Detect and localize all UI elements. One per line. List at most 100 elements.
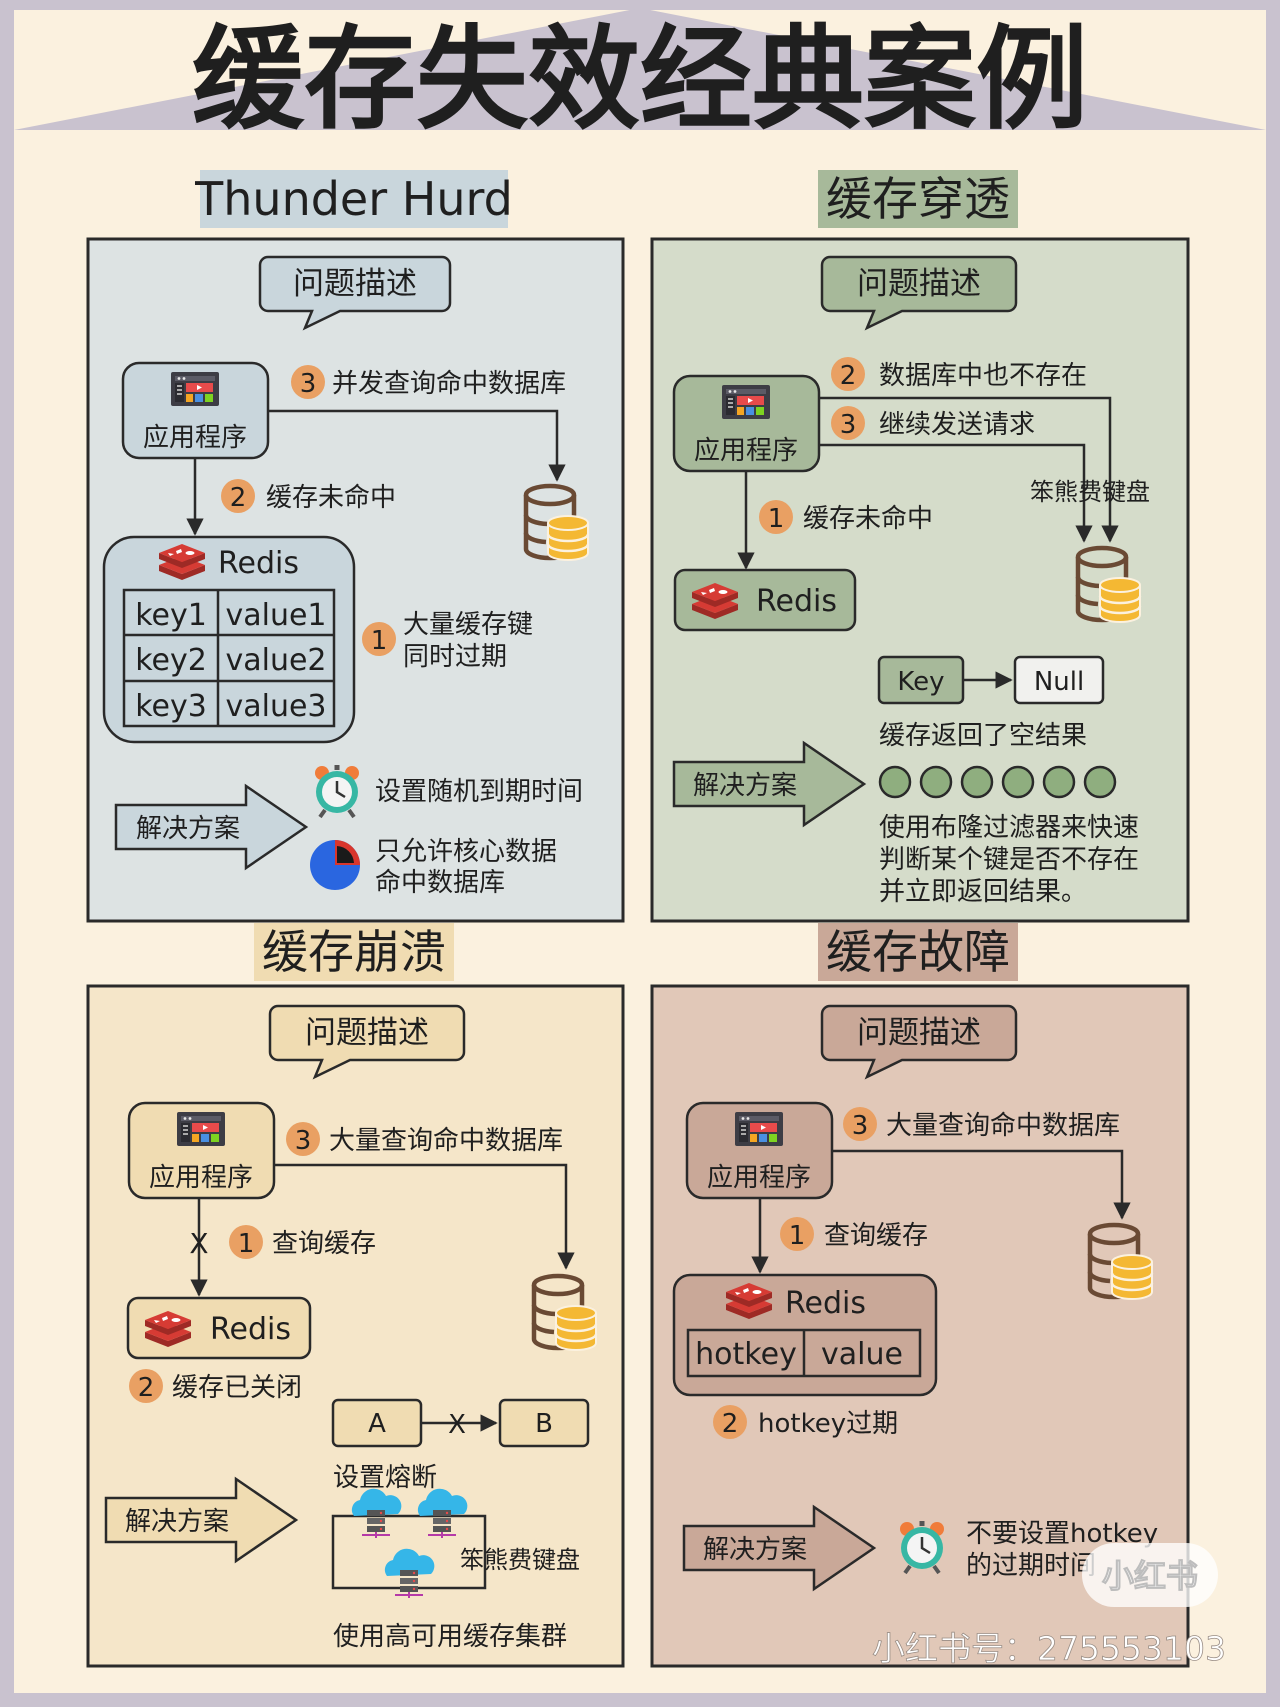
- q3-b-box: [498, 1398, 590, 1448]
- bloom-filter-bit: [878, 765, 912, 799]
- watermark-logo-text: 小红书: [1102, 1557, 1198, 1595]
- q3-step3-num: 3: [295, 1126, 312, 1156]
- q2-step1-text: 缓存未命中: [803, 504, 933, 534]
- section-cache-crash: 缓存崩溃 问题描述 应用程序 3 大量查询命中数据库 X 1 查询缓存 Redi…: [86, 923, 625, 1668]
- q3-app-label: 应用程序: [149, 1163, 253, 1193]
- q1-step1-num: 1: [371, 626, 388, 656]
- app-window-icon: [722, 385, 770, 419]
- q4-step3-badge: [843, 1107, 877, 1141]
- q1-step2-badge: [221, 479, 255, 513]
- q2-problem-label: 问题描述: [857, 266, 981, 302]
- bloom-filter-bit: [960, 765, 994, 799]
- table-cell: value3: [225, 689, 326, 724]
- q2-solution-line3: 并立即返回结果。: [879, 877, 1087, 907]
- q1-heading: Thunder Hurd: [194, 172, 513, 226]
- q2-db-caption: 笨熊费键盘: [1030, 478, 1150, 506]
- q2-step3-badge: [831, 406, 865, 440]
- table-cell: key3: [135, 689, 207, 724]
- q3-solution-label: 解决方案: [125, 1507, 229, 1537]
- q1-problem-bubble: [258, 255, 452, 331]
- q3-step2-text: 缓存已关闭: [172, 1373, 302, 1403]
- q4-step2-text: hotkey过期: [758, 1409, 898, 1439]
- cache-cluster: [331, 1487, 487, 1599]
- q3-problem-bubble: [268, 1004, 466, 1080]
- q1-step3-num: 3: [300, 369, 317, 399]
- q4-redis-label: Redis: [785, 1286, 866, 1321]
- q2-solution-line1: 使用布隆过滤器来快速: [879, 813, 1139, 843]
- q3-step2-num: 2: [138, 1373, 155, 1403]
- q4-arrow-app-to-db: [832, 1149, 1131, 1220]
- bloom-filter-bit: [1001, 765, 1035, 799]
- q4-app-label: 应用程序: [707, 1163, 811, 1193]
- q3-step3-badge: [286, 1122, 320, 1156]
- q2-arrow-db-1: [819, 396, 1119, 543]
- q1-redis-table: key1 value1 key2 value2 key3 value3: [122, 588, 336, 728]
- q2-step1-badge: [759, 500, 793, 534]
- q2-step2-text: 数据库中也不存在: [879, 361, 1087, 391]
- q4-step1-num: 1: [789, 1221, 806, 1251]
- q3-breaker-text: 设置熔断: [333, 1463, 437, 1493]
- q2-arrow-db-2: [819, 443, 1093, 543]
- q3-step1-badge: [229, 1225, 263, 1259]
- q1-step3-badge: [291, 365, 325, 399]
- q2-step2-num: 2: [840, 361, 857, 391]
- q1-solution-1: 设置随机到期时间: [375, 777, 583, 807]
- q1-redis-label: Redis: [218, 546, 299, 581]
- bloom-filter: [878, 765, 1117, 799]
- q3-b-label: B: [535, 1409, 553, 1439]
- app-window-icon: [177, 1112, 225, 1146]
- q1-arrow-app-to-db: [268, 409, 566, 482]
- q2-step2-badge: [831, 357, 865, 391]
- q3-step3-text: 大量查询命中数据库: [329, 1126, 563, 1156]
- q2-solution-label: 解决方案: [693, 771, 797, 801]
- watermark-logo: [1082, 1543, 1218, 1607]
- q3-solution-arrow: [104, 1476, 299, 1564]
- section-thunder-hurd: Thunder Hurd 问题描述 应用程序 3 并发查询命中数据库 2 缓存未…: [86, 170, 625, 923]
- watermark: 小红书 小红书号：275553103: [872, 1543, 1226, 1668]
- q1-step1-line2: 同时过期: [403, 642, 507, 672]
- q2-solution-line2: 判断某个键是否不存在: [879, 845, 1139, 875]
- q4-step2-num: 2: [722, 1409, 739, 1439]
- table-cell: value1: [225, 598, 326, 633]
- q1-app-label: 应用程序: [143, 423, 247, 453]
- q3-step1-num: 1: [238, 1229, 255, 1259]
- q4-solution-label: 解决方案: [703, 1535, 807, 1565]
- q3-blocked-x: X: [189, 1227, 208, 1260]
- q3-problem-label: 问题描述: [305, 1015, 429, 1051]
- q2-problem-bubble: [820, 255, 1018, 331]
- q4-solution-line2: 的过期时间: [966, 1551, 1096, 1581]
- q3-step2-badge: [129, 1369, 163, 1403]
- q2-null-label: Null: [1034, 667, 1084, 697]
- q3-step1-text: 查询缓存: [272, 1229, 376, 1259]
- q3-breaker-x: X: [448, 1410, 466, 1440]
- q2-step1-num: 1: [768, 504, 785, 534]
- q1-solution-label: 解决方案: [136, 814, 240, 844]
- q1-step3-text: 并发查询命中数据库: [332, 369, 566, 399]
- q4-problem-label: 问题描述: [857, 1015, 981, 1051]
- q2-key-label: Key: [897, 667, 944, 697]
- q1-step1-badge: [362, 622, 396, 656]
- q4-redis-table: hotkey value: [686, 1328, 922, 1378]
- q3-cluster-text: 使用高可用缓存集群: [333, 1622, 567, 1652]
- q4-step3-text: 大量查询命中数据库: [886, 1111, 1120, 1141]
- pie-chart-icon: [310, 840, 360, 890]
- watermark-account: 小红书号：275553103: [872, 1629, 1226, 1668]
- q2-step3-text: 继续发送请求: [879, 410, 1035, 440]
- app-window-icon: [171, 372, 219, 406]
- q3-redis-label: Redis: [210, 1312, 291, 1347]
- q4-step1-text: 查询缓存: [824, 1221, 928, 1251]
- page-title: 缓存失效经典案例: [192, 15, 1088, 145]
- q1-step2-num: 2: [230, 483, 247, 513]
- q2-step3-num: 3: [840, 410, 857, 440]
- app-window-icon: [735, 1112, 783, 1146]
- q1-solution-arrow: [114, 783, 309, 871]
- q3-app-box: [127, 1101, 276, 1200]
- q3-cluster-caption: 笨熊费键盘: [460, 1546, 580, 1574]
- q4-step3-num: 3: [852, 1111, 869, 1141]
- q4-heading: 缓存故障: [826, 925, 1010, 979]
- table-cell: value: [821, 1337, 903, 1372]
- q1-step2-text: 缓存未命中: [266, 483, 396, 513]
- q1-problem-label: 问题描述: [293, 266, 417, 302]
